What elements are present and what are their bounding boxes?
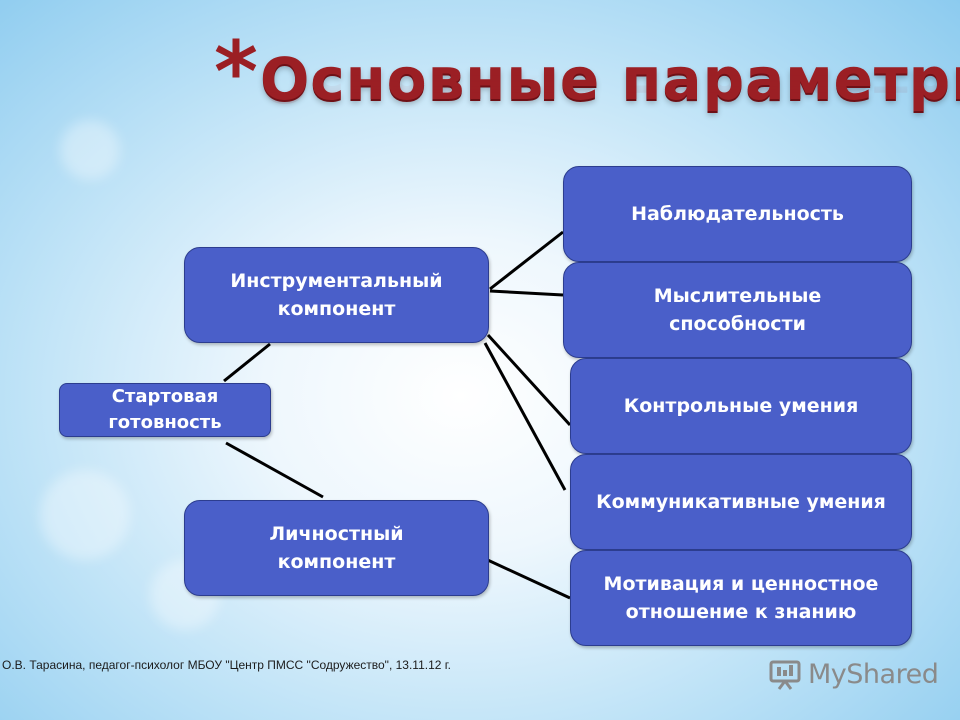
- background-bokeh: [40, 470, 130, 560]
- title-star: *: [214, 23, 258, 121]
- connector-instrumental-control: [486, 333, 572, 427]
- footer-credit: О.В. Тарасина, педагог-психолог МБОУ "Це…: [2, 658, 452, 672]
- connector-start-instrumental: [223, 342, 271, 383]
- node-communication-skills: Коммуникативные умения: [570, 454, 912, 550]
- node-instrumental-component: Инструментальный компонент: [184, 247, 489, 343]
- connector-instrumental-observation: [489, 230, 564, 291]
- watermark-logo: MyShared: [768, 656, 939, 692]
- background-bokeh: [60, 120, 120, 180]
- watermark-text: MyShared: [808, 658, 939, 690]
- connector-start-personal: [225, 441, 324, 499]
- node-personal-component: Личностный компонент: [184, 500, 489, 596]
- title-text: Основные параметры: [260, 45, 960, 113]
- connector-instrumental-communication: [483, 342, 567, 491]
- connector-instrumental-thinking: [489, 289, 564, 297]
- node-start-readiness: Стартовая готовность: [59, 383, 271, 437]
- node-control-skills: Контрольные умения: [570, 358, 912, 454]
- node-motivation: Мотивация и ценностное отношение к знани…: [570, 550, 912, 646]
- node-thinking-abilities: Мыслительные способности: [563, 262, 912, 358]
- presentation-screen-icon: [768, 657, 802, 691]
- node-observation: Наблюдательность: [563, 166, 912, 262]
